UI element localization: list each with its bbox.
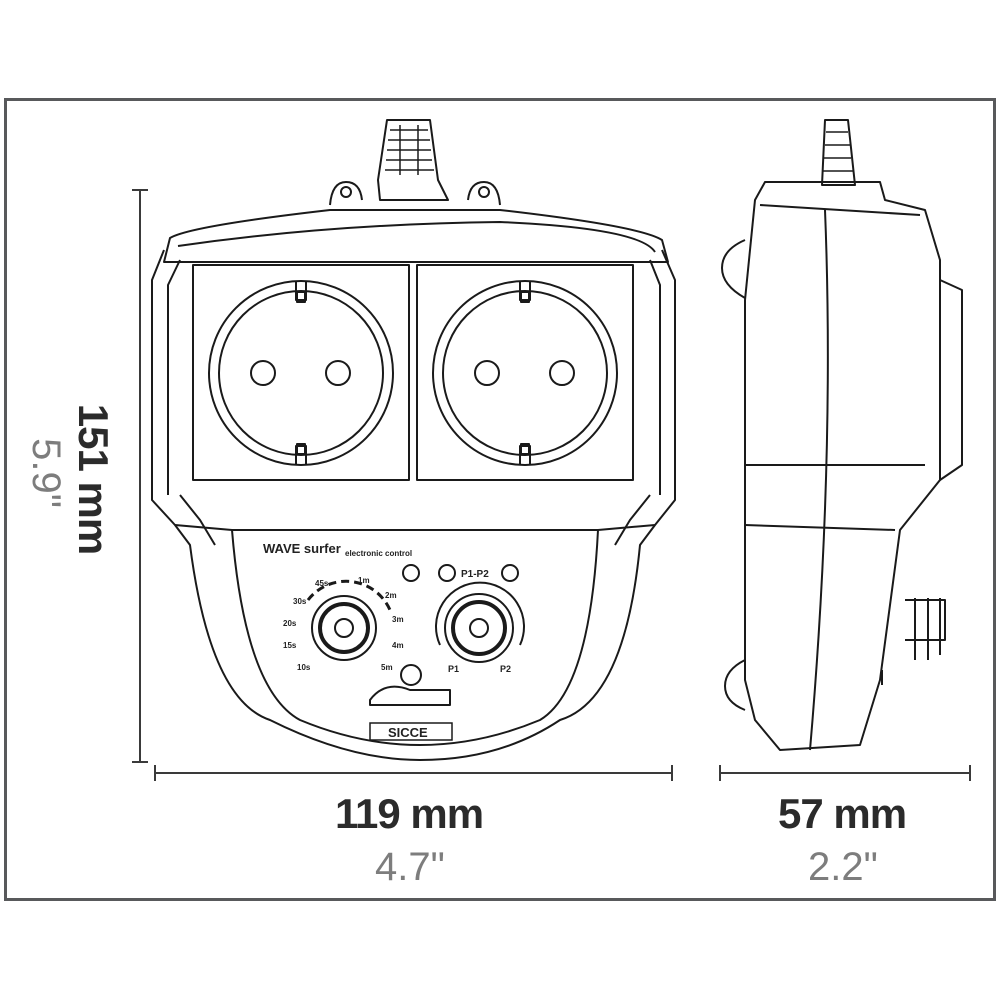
socket-left-outer — [208, 280, 394, 466]
led-label: P1-P2 — [461, 569, 489, 580]
side-front-bump-top — [721, 239, 746, 299]
mode-label-p2: P2 — [500, 664, 511, 674]
model-subtitle: electronic control — [345, 549, 412, 558]
timer-label-15s: 15s — [283, 641, 297, 650]
timer-label-3m: 3m — [392, 615, 404, 624]
left-mount-ear — [329, 181, 363, 206]
led-2 — [438, 564, 456, 582]
depth-metric-label: 57 mm — [778, 790, 907, 837]
timer-label-4m: 4m — [392, 641, 404, 650]
timer-label-1m: 1m — [358, 576, 370, 585]
width-imperial-label: 4.7" — [375, 845, 445, 889]
feed-icon-area — [369, 685, 451, 706]
model-label: WAVE surfer — [263, 541, 341, 556]
height-imperial-label: 5.9" — [24, 438, 68, 508]
timer-dial — [311, 595, 377, 661]
timer-label-10s: 10s — [297, 663, 311, 672]
mode-label-p1: P1 — [448, 664, 459, 674]
front-housing — [151, 249, 676, 761]
control-panel — [231, 529, 599, 746]
side-view — [721, 119, 963, 751]
timer-label-45s: 45s — [315, 579, 329, 588]
side-front-bump-bottom — [724, 659, 746, 711]
feed-button — [400, 664, 422, 686]
socket-left-pin-hole-2 — [325, 360, 351, 386]
front-housing-top — [163, 209, 669, 263]
right-mount-ear — [467, 181, 501, 206]
side-housing — [744, 181, 941, 751]
depth-imperial-label: 2.2" — [808, 845, 878, 889]
socket-bay-left — [192, 264, 410, 481]
brand-logo: SICCE — [388, 725, 428, 740]
socket-bay-right — [416, 264, 634, 481]
brand-logo-box — [369, 722, 453, 741]
dimension-lines — [132, 189, 971, 781]
side-cable — [821, 119, 856, 186]
timer-label-30s: 30s — [293, 597, 307, 606]
socket-right-outer — [432, 280, 618, 466]
width-metric-label: 119 mm — [335, 790, 484, 837]
front-cable — [377, 119, 449, 201]
socket-left-pin-hole-1 — [250, 360, 276, 386]
front-view — [151, 119, 676, 761]
side-plug-prongs — [905, 599, 946, 641]
height-metric-label: 151 mm — [70, 403, 117, 555]
led-3 — [501, 564, 519, 582]
timer-label-20s: 20s — [283, 619, 297, 628]
timer-label-5m: 5m — [381, 663, 393, 672]
timer-label-2m: 2m — [385, 591, 397, 600]
diagram-frame — [4, 98, 996, 901]
socket-right-pin-hole-1 — [474, 360, 500, 386]
socket-right-pin-hole-2 — [549, 360, 575, 386]
led-1 — [402, 564, 420, 582]
mode-dial — [444, 593, 514, 663]
